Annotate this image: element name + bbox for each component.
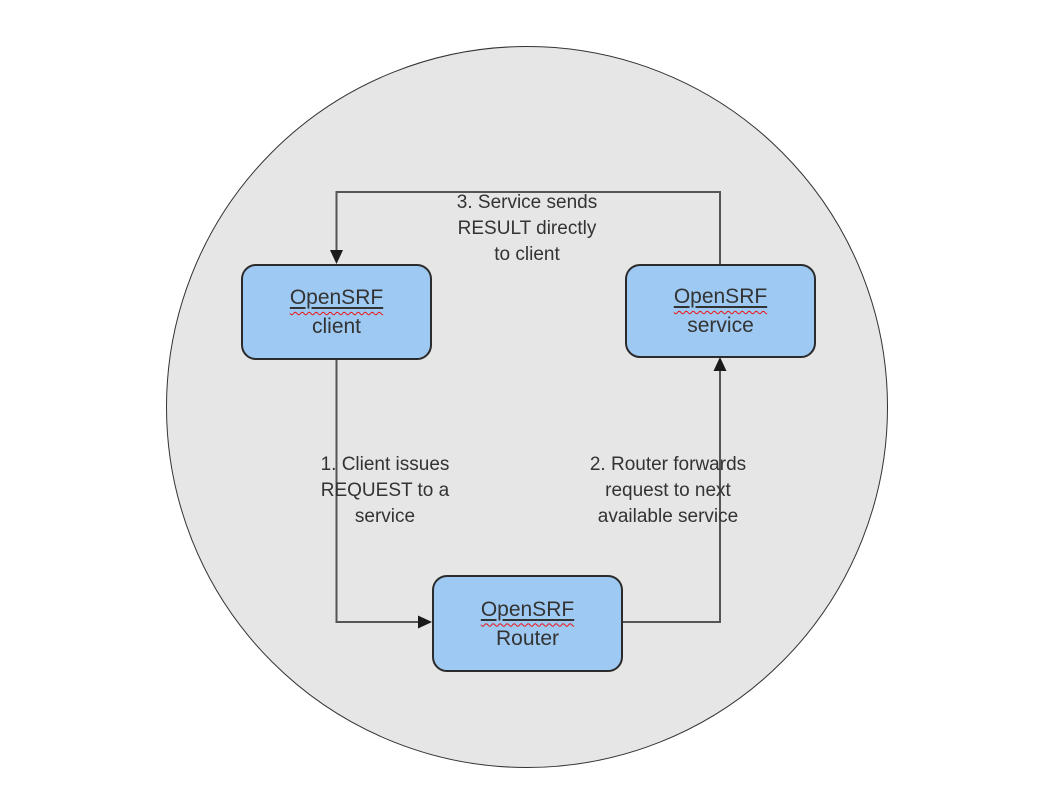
- node-client-title-text: OpenSRF: [289, 286, 384, 309]
- node-service-title: OpenSRF: [674, 282, 767, 311]
- node-opensrf-router[interactable]: OpenSRF Router: [432, 575, 623, 672]
- annotation-step2[interactable]: 2. Router forwards request to next avail…: [589, 454, 747, 527]
- annotation-step1[interactable]: 1. Client issues REQUEST to a service: [320, 454, 450, 527]
- node-client-title: OpenSRF: [290, 283, 383, 312]
- arrowhead-up-icon: [713, 357, 727, 371]
- node-router-subtitle: Router: [495, 626, 560, 650]
- arrowhead-right-icon: [418, 615, 432, 629]
- node-router-title-text: OpenSRF: [480, 597, 575, 621]
- node-service-title-text: OpenSRF: [673, 285, 768, 308]
- node-service-subtitle: service: [687, 314, 754, 337]
- connector-client-to-router[interactable]: [335, 360, 433, 629]
- node-router-title: OpenSRF: [481, 595, 574, 624]
- node-opensrf-client[interactable]: OpenSRF client: [241, 264, 432, 360]
- connector-service-to-client[interactable]: [330, 191, 721, 264]
- node-opensrf-service[interactable]: OpenSRF service: [625, 264, 816, 358]
- node-client-subtitle: client: [311, 315, 362, 338]
- connector-router-to-service[interactable]: [623, 357, 727, 623]
- annotation-step3[interactable]: 3. Service sends RESULT directly to clie…: [456, 192, 598, 265]
- arrowhead-down-icon: [330, 250, 343, 264]
